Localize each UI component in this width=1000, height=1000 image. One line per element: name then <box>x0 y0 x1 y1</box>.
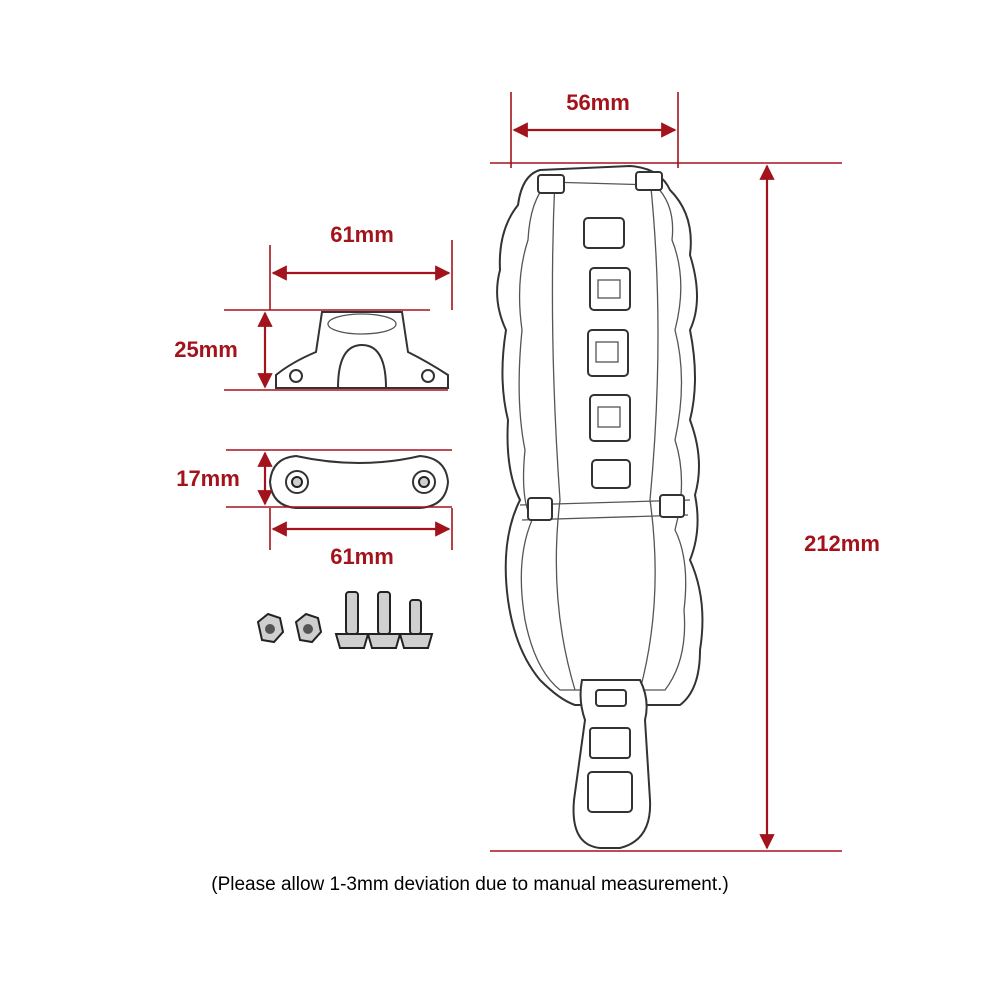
dimension-labels: 56mm 212mm 61mm 25mm 17mm 61mm <box>174 90 880 569</box>
nut-icon <box>294 612 323 644</box>
dim-label-plate-height: 17mm <box>176 466 240 491</box>
dim-label-clamp-width: 61mm <box>330 222 394 247</box>
bolt-icon <box>366 591 402 649</box>
bolt-icon <box>334 591 370 649</box>
hardware-set <box>256 591 434 649</box>
dim-label-bag-height: 212mm <box>804 531 880 556</box>
nut-icon <box>256 612 285 644</box>
clamp-sketch <box>275 311 449 389</box>
plate-sketch <box>268 454 450 509</box>
velcro-tabs <box>583 217 631 489</box>
dimension-lines <box>224 92 842 852</box>
holder-sketch <box>496 164 704 849</box>
dim-label-bag-width: 56mm <box>566 90 630 115</box>
measurement-note: (Please allow 1-3mm deviation due to man… <box>211 874 729 895</box>
bolt-icon <box>398 599 434 649</box>
dim-label-clamp-height: 25mm <box>174 337 238 362</box>
dim-label-plate-width: 61mm <box>330 544 394 569</box>
